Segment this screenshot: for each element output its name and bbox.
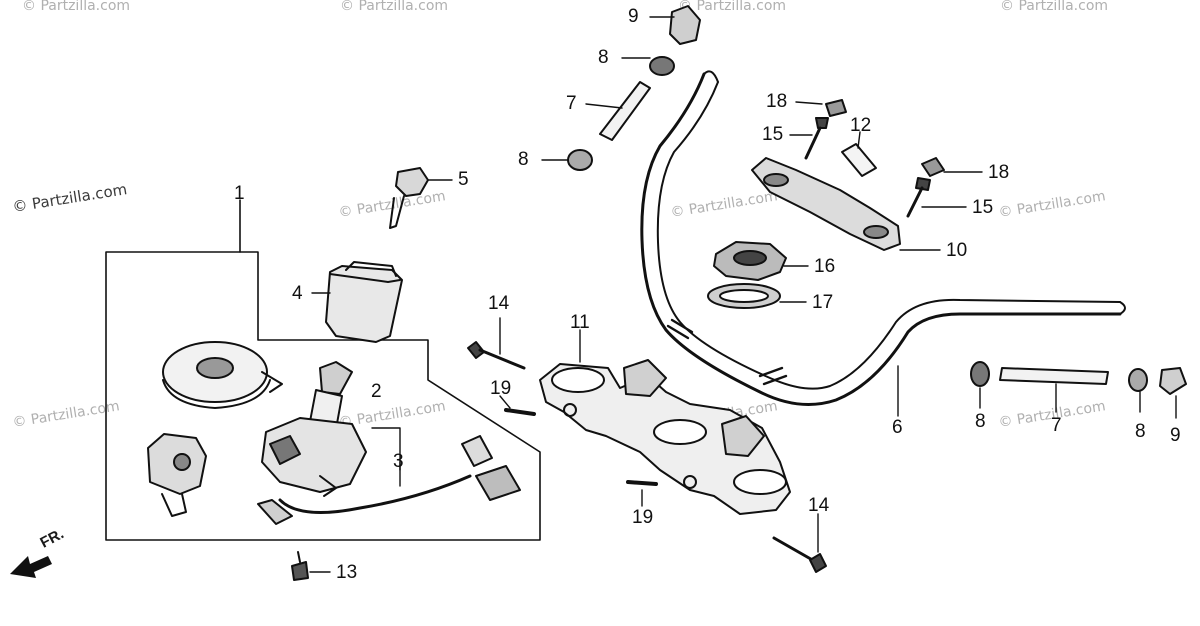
bolt-15-a [804, 117, 829, 160]
callout-5: 5 [458, 169, 469, 190]
key-part [389, 167, 429, 229]
assembly-bracket [105, 251, 541, 541]
top-bridge-part [539, 359, 791, 515]
callout-14-left: 14 [488, 293, 510, 314]
callout-10: 10 [946, 240, 968, 261]
callout-15-b: 15 [972, 197, 994, 218]
callout-4: 4 [292, 283, 303, 304]
cover-part [325, 261, 403, 343]
callout-6: 6 [892, 417, 903, 438]
callout-12: 12 [850, 115, 872, 136]
callout-8-right-a: 8 [975, 411, 986, 432]
callout-17: 17 [812, 292, 834, 313]
bolt-14-left [467, 341, 526, 370]
callout-7-right: 7 [1051, 415, 1062, 436]
callout-9-right: 9 [1170, 425, 1181, 446]
lock-body-part [147, 433, 207, 517]
callout-15-a: 15 [762, 124, 784, 145]
callout-16: 16 [814, 256, 836, 277]
callout-18-a: 18 [766, 91, 788, 112]
callout-1: 1 [234, 183, 245, 204]
callout-3: 3 [393, 451, 404, 472]
weight-set-top [541, 5, 701, 171]
callout-8-top-a: 8 [598, 47, 609, 68]
callout-19-a: 19 [490, 378, 512, 399]
handlebar-part [640, 70, 1126, 406]
watermark: © Partzilla.com [1000, 0, 1109, 14]
callout-18-b: 18 [988, 162, 1010, 183]
callout-8-right-b: 8 [1135, 421, 1146, 442]
callout-19-b: 19 [632, 507, 654, 528]
weight-set-right [970, 361, 1187, 419]
nut-16 [713, 241, 787, 281]
watermark: © Partzilla.com [340, 0, 449, 14]
watermark: © Partzilla.com [22, 0, 131, 14]
washer-17 [707, 283, 781, 309]
callout-8-top-b: 8 [518, 149, 529, 170]
bolt-14-right [772, 536, 827, 573]
callout-11: 11 [570, 312, 590, 333]
screw-13 [291, 551, 309, 581]
callout-14-right: 14 [808, 495, 830, 516]
bolt-15-b [906, 177, 931, 218]
callout-2: 2 [371, 381, 382, 402]
ignition-switch-part [261, 361, 367, 497]
callout-13: 13 [336, 562, 358, 583]
callout-7-top: 7 [566, 93, 577, 114]
seal-cap-part [162, 341, 283, 409]
holder-part [751, 157, 901, 251]
callout-9-top: 9 [628, 6, 639, 27]
front-arrow-icon [10, 556, 52, 578]
watermark: © Partzilla.com [678, 0, 787, 14]
